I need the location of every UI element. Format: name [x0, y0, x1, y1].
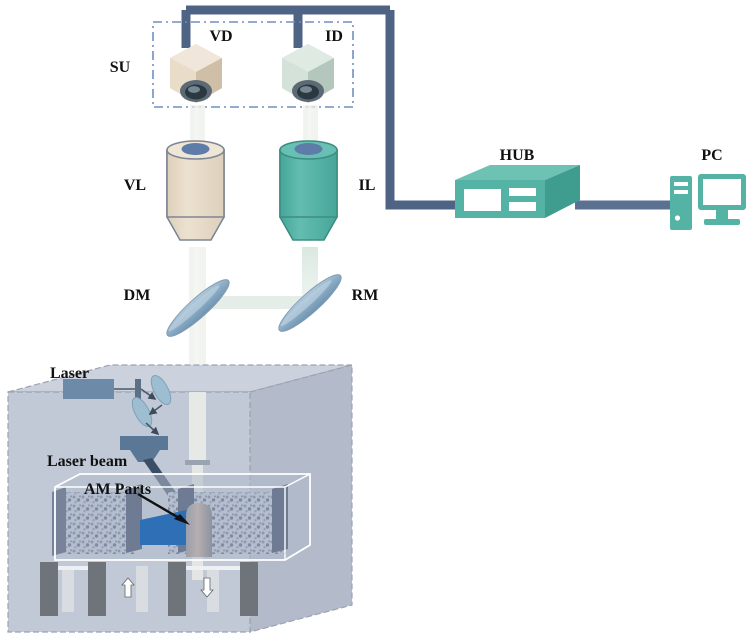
- chamber-divider-2: [126, 484, 142, 553]
- piston-assembly: [40, 562, 258, 616]
- support-pillar-1: [40, 562, 58, 616]
- pc-monitor-base: [704, 219, 740, 225]
- label-laser: Laser: [50, 365, 89, 382]
- rm-mirror[interactable]: [273, 269, 347, 338]
- beam-rm-to-dm: [196, 296, 306, 309]
- beam-inside-machine: [189, 392, 206, 460]
- label-dm: DM: [124, 287, 151, 304]
- pc-drive-slot-1: [674, 182, 688, 186]
- id-lens-highlight: [300, 86, 312, 93]
- chamber-edge-diag: [284, 473, 311, 488]
- il-barrel: [279, 149, 338, 218]
- pc-monitor-screen: [703, 179, 741, 205]
- id-camera[interactable]: [282, 44, 334, 103]
- vd-camera[interactable]: [170, 44, 222, 103]
- laser-path-3: [145, 422, 160, 436]
- pc-drive-slot-2: [674, 190, 688, 194]
- il-aperture: [294, 143, 323, 155]
- piston-rod-1: [62, 570, 74, 612]
- piston-arrow-down: [200, 577, 214, 598]
- label-pc: PC: [701, 147, 722, 164]
- support-pillar-4: [240, 562, 258, 616]
- support-pillar-2: [88, 562, 106, 616]
- cable-to-hub: [385, 10, 455, 210]
- piston-plate-right: [186, 566, 240, 570]
- hub-led-bar-1: [509, 188, 536, 196]
- piston-arrow-up: [121, 577, 135, 598]
- label-hub: HUB: [500, 147, 535, 164]
- label-su: SU: [110, 59, 131, 76]
- chamber-wireframe: [54, 473, 311, 561]
- hub-device[interactable]: [455, 165, 580, 218]
- am-parts-pointer-arrow: [137, 492, 190, 525]
- cable-network: [181, 5, 672, 210]
- pc-power-button[interactable]: [674, 215, 681, 221]
- vd-lens-highlight: [188, 86, 200, 93]
- beam-vd-to-vl: [190, 105, 205, 143]
- vl-lens[interactable]: [166, 140, 225, 241]
- chamber-divider-4: [272, 484, 288, 553]
- label-laser-beam: Laser beam: [47, 453, 128, 470]
- beam-collar: [185, 460, 210, 465]
- il-lens[interactable]: [279, 140, 338, 241]
- laser-path-2: [148, 404, 163, 415]
- sensing-unit-boundary: [152, 21, 354, 108]
- beam-id-to-il: [303, 105, 318, 143]
- pc-workstation[interactable]: [670, 174, 746, 230]
- laser-path-1: [140, 388, 157, 400]
- hub-top-face: [455, 165, 580, 180]
- laser-collimator: [135, 379, 141, 400]
- label-il: IL: [359, 177, 376, 194]
- piston-rod-2: [136, 566, 148, 612]
- label-id: ID: [325, 28, 343, 45]
- pc-monitor-neck: [716, 210, 728, 219]
- hub-port-panel: [464, 189, 501, 211]
- powder-bed-left: [62, 492, 134, 554]
- am-part-object: [186, 503, 212, 557]
- dm-mirror[interactable]: [161, 274, 235, 343]
- piston-plate-left: [58, 566, 88, 570]
- rm-highlight: [280, 280, 332, 327]
- dm-highlight: [168, 285, 220, 332]
- label-vl: VL: [124, 177, 146, 194]
- label-am-parts: AM Parts: [84, 481, 151, 498]
- label-rm: RM: [352, 287, 379, 304]
- hub-led-bar-2: [509, 202, 536, 211]
- support-pillar-3: [168, 562, 186, 616]
- vl-barrel: [166, 149, 225, 218]
- scanner-head-top: [120, 436, 168, 450]
- vl-aperture: [181, 143, 210, 155]
- laser-source-box: [63, 379, 114, 399]
- hub-side-face: [545, 165, 580, 218]
- label-vd: VD: [209, 28, 232, 45]
